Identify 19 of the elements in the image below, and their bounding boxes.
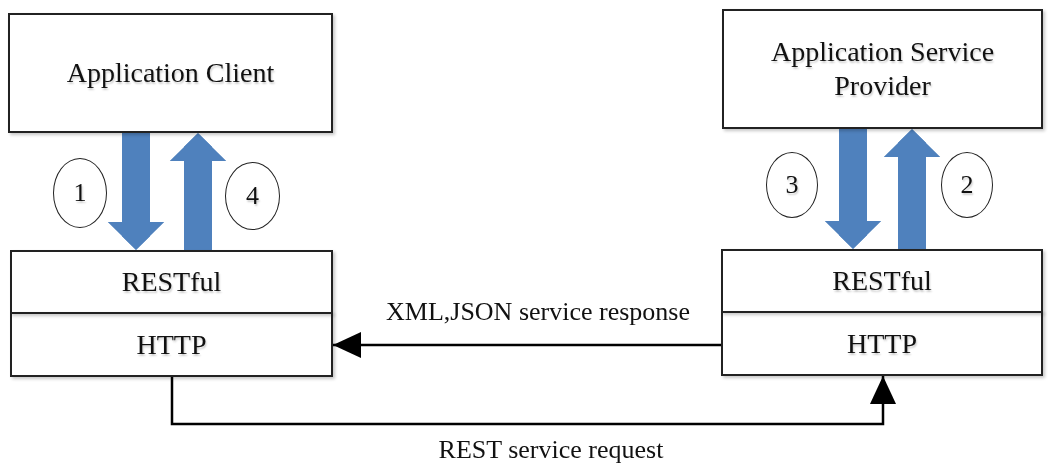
- box-label: RESTful: [832, 264, 932, 298]
- box-label: HTTP: [847, 326, 917, 361]
- layer-box: [721, 249, 1043, 313]
- process-box: [8, 13, 333, 133]
- process-box: [722, 9, 1043, 129]
- arrow: [333, 332, 721, 358]
- step-number: 3: [785, 170, 799, 200]
- block-arrow: [107, 133, 165, 250]
- step-number: 1: [73, 178, 87, 208]
- layer-box: [721, 311, 1043, 376]
- step-number: 4: [246, 181, 259, 211]
- box-label: Application Service Provider: [769, 35, 996, 103]
- box-label: Application Client: [66, 56, 275, 90]
- arrow: [170, 376, 896, 426]
- step-number: 2: [960, 170, 974, 200]
- box-label: RESTful: [121, 265, 222, 299]
- layer-box: [10, 250, 333, 314]
- box-label: HTTP: [136, 327, 207, 362]
- layer-box: [10, 312, 333, 377]
